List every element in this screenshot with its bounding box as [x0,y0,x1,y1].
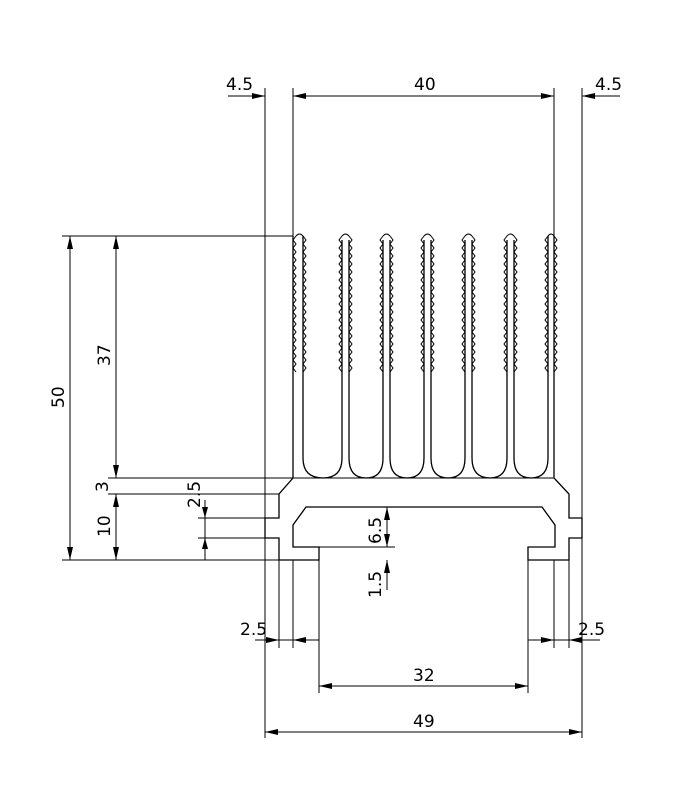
dimension-labels: 4.5 40 4.5 50 37 3 2.5 10 6.5 1.5 2.5 2.… [49,75,622,732]
dim-base-thickness: 3 [93,481,113,492]
fin-serration-left [544,235,549,373]
fin-serration-right [430,235,435,373]
fin-tip [506,233,515,237]
dim-lower-height: 10 [95,515,115,537]
extension-lines [62,88,583,738]
fin-serration-right [471,235,476,373]
fin-serration-left [338,235,343,373]
profile-outline [264,233,583,561]
dim-overall-height: 50 [49,386,69,408]
fin-serration-left [292,235,297,373]
fin-serration-right [553,235,558,373]
dim-top-left-wall: 4.5 [226,75,253,95]
fin-tip [464,233,473,237]
fin-serration-right [348,235,353,373]
dim-top-span: 40 [414,75,436,95]
fin-serration-left [503,235,508,373]
dim-fin-height: 37 [95,344,115,366]
fin-serration-left [420,235,425,373]
fin-serration-right [389,235,394,373]
dimension-lines [67,93,620,735]
fin-tip [423,233,432,237]
dim-bottom-right-wall: 2.5 [578,620,605,640]
dim-bottom-left-wall: 2.5 [240,620,267,640]
fin-serration-left [379,235,384,373]
fin-tip [341,233,350,237]
fin-tip [547,233,555,237]
fin-group [292,233,558,373]
dim-groove-width: 2.5 [185,481,205,508]
dim-overall-width: 49 [413,712,435,732]
fin-tip [382,233,391,237]
fin-serration-left [461,235,466,373]
fin-tip [295,233,304,237]
dim-top-right-wall: 4.5 [595,75,622,95]
dim-opening-width: 32 [413,666,435,686]
dim-lip-thickness: 1.5 [366,571,386,598]
fin-serration-right [302,235,307,373]
fin-serration-right [513,235,518,373]
dim-channel-height: 6.5 [366,517,386,544]
